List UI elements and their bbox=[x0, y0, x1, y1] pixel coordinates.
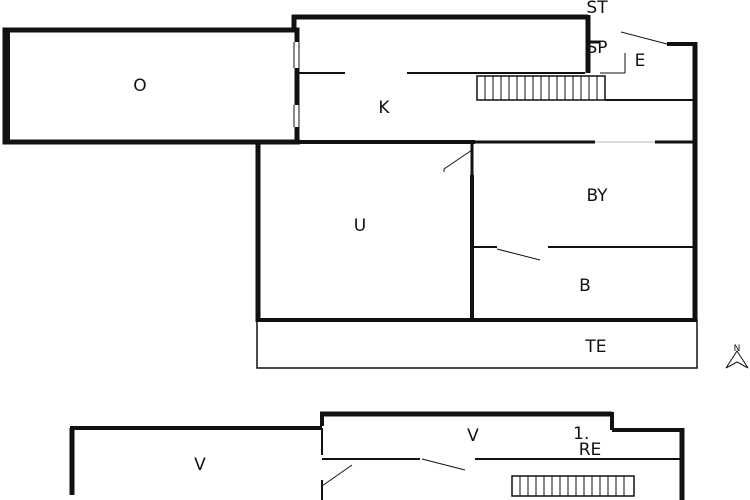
label-k: K bbox=[378, 98, 390, 118]
label-te: TE bbox=[584, 337, 606, 357]
staircase-lower bbox=[511, 475, 635, 497]
room-by bbox=[472, 141, 695, 261]
label-1-re: 1. RE bbox=[573, 424, 601, 460]
label-v-center: V bbox=[467, 426, 479, 446]
label-o: O bbox=[133, 76, 146, 96]
north-arrow-icon: N bbox=[725, 344, 749, 369]
label-e: E bbox=[635, 51, 646, 71]
room-st-sp-e bbox=[585, 15, 698, 320]
label-b: B bbox=[579, 276, 591, 296]
label-1-re-line2: RE bbox=[579, 440, 602, 460]
label-sp: SP bbox=[586, 38, 607, 58]
label-st: ST bbox=[586, 0, 608, 18]
north-label: N bbox=[734, 344, 741, 354]
room-o bbox=[2, 27, 300, 145]
staircase-upper bbox=[476, 75, 606, 101]
label-u: U bbox=[354, 216, 366, 236]
label-1-re-line1: 1. bbox=[573, 424, 589, 444]
room-k bbox=[291, 14, 697, 144]
room-u bbox=[255, 139, 697, 322]
room-te bbox=[256, 319, 698, 369]
lower-floor bbox=[69, 411, 685, 500]
label-by: BY bbox=[586, 186, 608, 206]
label-v-left: V bbox=[194, 455, 206, 475]
